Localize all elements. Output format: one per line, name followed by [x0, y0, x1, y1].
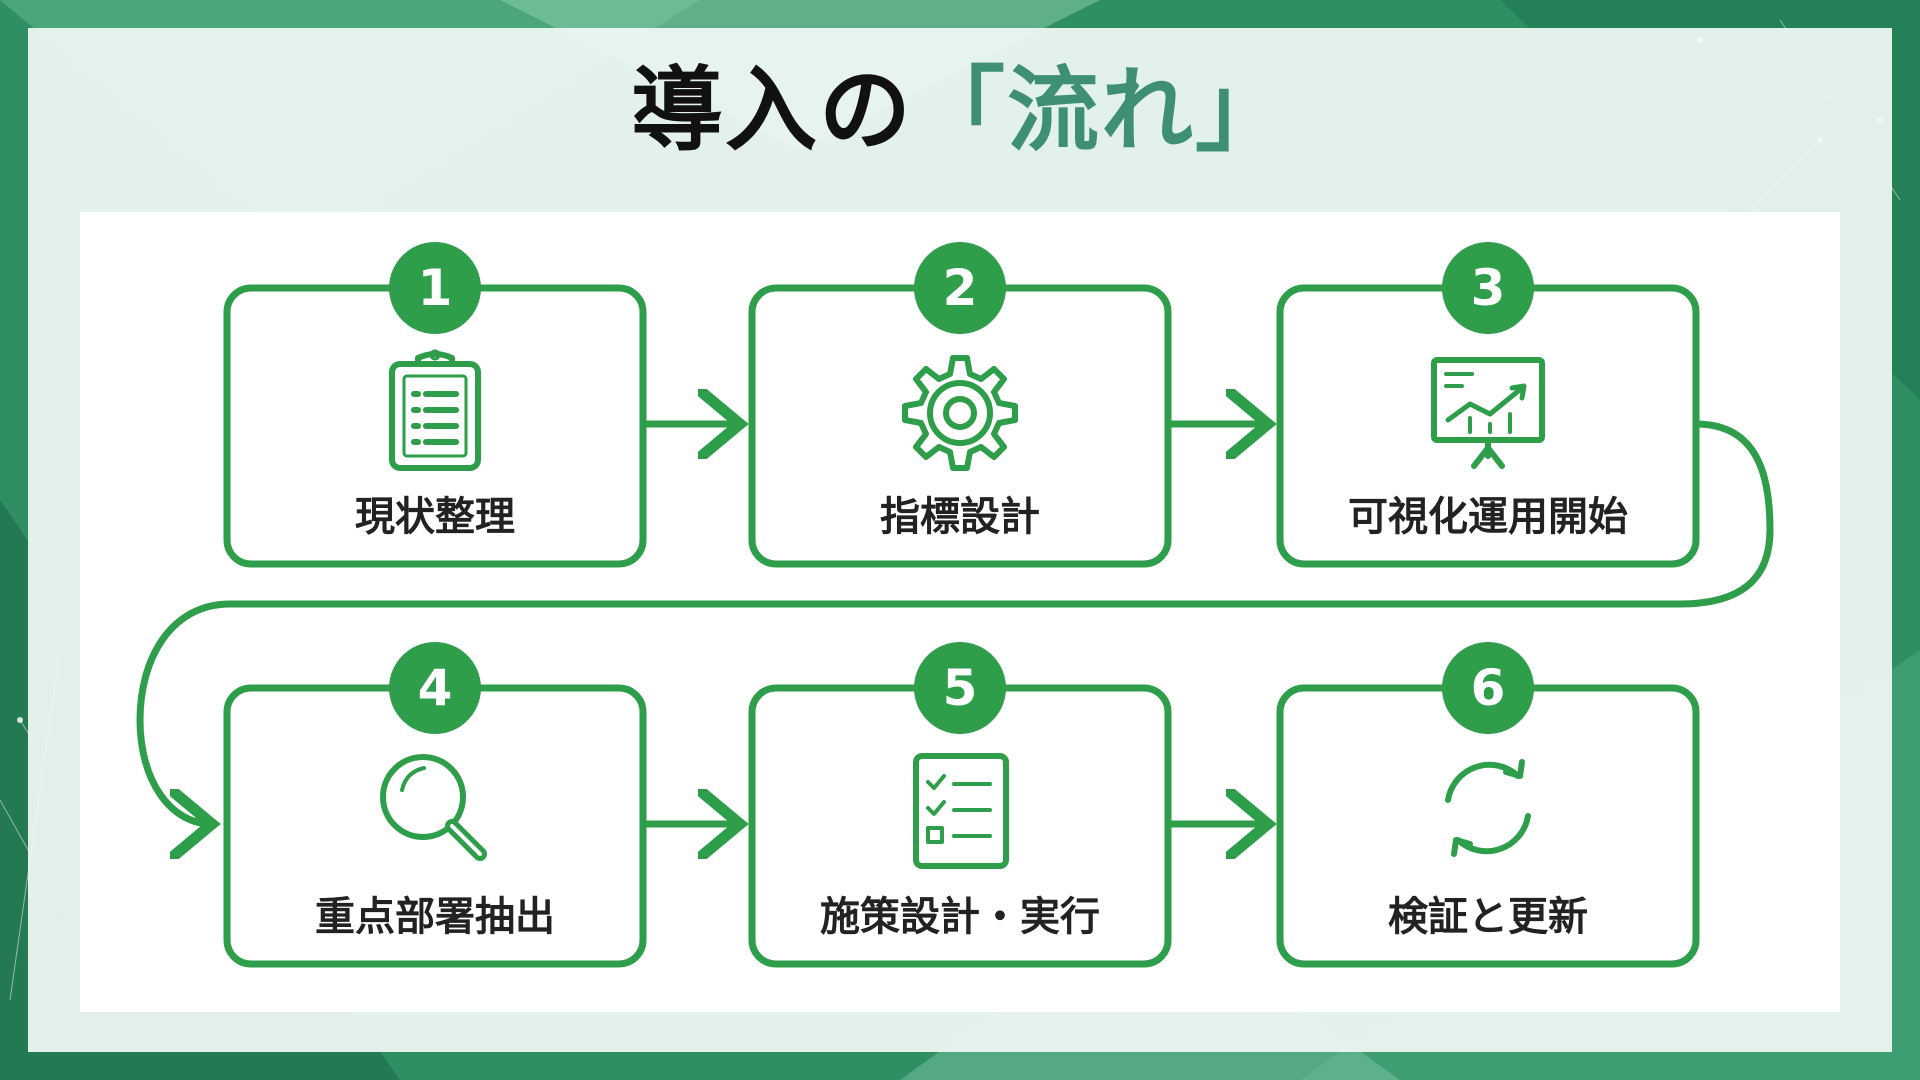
step-4-number: 4 [417, 659, 453, 717]
step-1-number: 1 [417, 259, 453, 317]
step-6-label: 検証と更新 [1388, 894, 1588, 940]
refresh-cycle-icon [1445, 759, 1531, 857]
step-3-number-circle [1442, 242, 1534, 334]
step-6-number: 6 [1470, 659, 1506, 717]
title-main: 導入の [630, 57, 913, 164]
step-4-label: 重点部署抽出 [315, 894, 555, 940]
clipboard-icon [389, 349, 481, 471]
step-2-number: 2 [942, 259, 978, 317]
step-5-number: 5 [942, 659, 978, 717]
arrow-3-4 [136, 420, 1774, 824]
step-6-number-circle [1442, 642, 1534, 734]
step-2-label: 指標設計 [880, 494, 1040, 540]
page-title: 導入の「流れ」 [0, 56, 1920, 166]
chart-presentation-icon [1431, 357, 1545, 469]
title-accent: 「流れ」 [913, 57, 1290, 164]
step-2-number-circle [914, 242, 1006, 334]
gear-icon [902, 355, 1018, 471]
checklist-icon [913, 753, 1009, 869]
step-3-label: 可視化運用開始 [1348, 494, 1628, 540]
step-1-number-circle [389, 242, 481, 334]
step-5-number-circle [914, 642, 1006, 734]
magnifier-icon [380, 754, 487, 861]
step-3-number: 3 [1470, 259, 1506, 317]
step-5-label: 施策設計・実行 [820, 894, 1100, 940]
step-1-label: 現状整理 [355, 494, 515, 540]
step-4-number-circle [389, 642, 481, 734]
